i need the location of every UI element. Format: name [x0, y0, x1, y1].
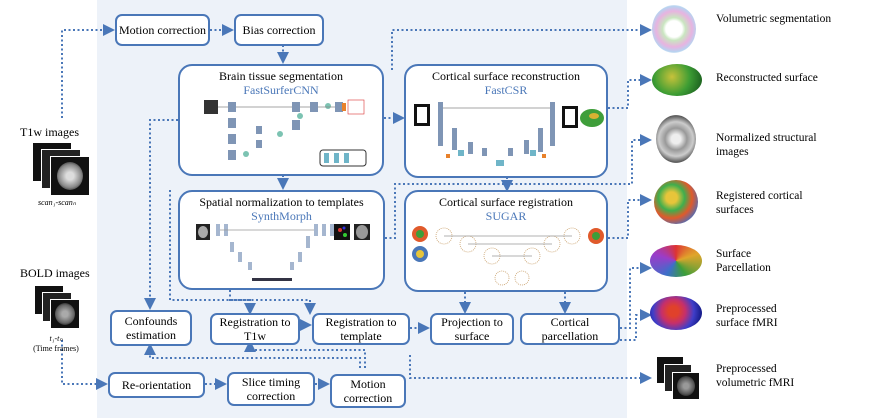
t1w-caption: scan₁-scanₙ	[38, 198, 76, 207]
sugar-diagram-icon	[412, 226, 604, 286]
output-label-surface-fmri: Preprocessed surface fMRI	[716, 303, 778, 329]
synthmorph-diagram-icon	[196, 224, 370, 281]
structural-brain-icon	[656, 115, 696, 163]
module-method: SynthMorph	[251, 209, 312, 223]
output-label-registered-surfaces: Registered cortical surfaces	[716, 190, 803, 216]
module-method: SUGAR	[485, 209, 527, 223]
module-title: Cortical surface registration	[439, 195, 573, 209]
fmri-surface-icon	[650, 296, 702, 330]
sphere-icon	[654, 180, 698, 224]
fmri-volume-icon	[656, 356, 700, 402]
bold-frames-image	[34, 285, 80, 329]
module-title: Cortical surface reconstruction	[432, 69, 580, 83]
cortical-surface-reconstruction-module[interactable]: Cortical surface reconstruction FastCSR	[404, 64, 608, 178]
surface-brain-icon	[652, 64, 702, 96]
output-label-reconstructed-surface: Reconstructed surface	[716, 72, 818, 84]
motion-correction-step[interactable]: Motion correction	[115, 14, 210, 46]
t1w-scans-image	[32, 142, 92, 196]
parcellation-brain-icon	[650, 245, 702, 277]
module-method: FastCSR	[484, 83, 528, 97]
fastcsr-diagram-icon	[414, 102, 604, 166]
segmentation-brain-icon	[652, 5, 696, 53]
spatial-normalization-module[interactable]: Spatial normalization to templates Synth…	[178, 190, 385, 290]
output-label-normalized-structural: Normalized structural images	[716, 132, 817, 158]
confounds-estimation-step[interactable]: Confounds estimation	[110, 310, 192, 346]
cortical-parcellation-step[interactable]: Cortical parcellation	[520, 313, 620, 345]
bias-correction-step[interactable]: Bias correction	[234, 14, 324, 46]
motion-correction-bold-step[interactable]: Motion correction	[330, 374, 406, 408]
brain-tissue-segmentation-module[interactable]: Brain tissue segmentation FastSurferCNN	[178, 64, 384, 176]
output-label-volumetric-fmri: Preprocessed volumetric fMRI	[716, 363, 795, 389]
module-method: FastSurferCNN	[243, 83, 319, 97]
registration-to-template-step[interactable]: Registration to template	[312, 313, 410, 345]
output-label-volumetric-segmentation: Volumetric segmentation	[716, 13, 832, 25]
re-orientation-step[interactable]: Re-orientation	[108, 372, 205, 398]
module-title: Spatial normalization to templates	[199, 195, 364, 209]
unet-diagram-icon	[204, 99, 367, 167]
bold-caption-time: (Time frames)	[33, 344, 79, 353]
bold-caption-frames: t₁-tₙ	[49, 334, 63, 343]
slice-timing-correction-step[interactable]: Slice timing correction	[227, 372, 315, 406]
projection-to-surface-step[interactable]: Projection to surface	[430, 313, 514, 345]
t1w-images-label: T1w images	[20, 125, 79, 139]
cortical-surface-registration-module[interactable]: Cortical surface registration SUGAR	[404, 190, 608, 292]
module-title: Brain tissue segmentation	[219, 69, 343, 83]
output-label-surface-parcellation: Surface Parcellation	[716, 248, 771, 274]
registration-to-t1w-step[interactable]: Registration to T1w	[210, 313, 300, 345]
bold-images-label: BOLD images	[20, 266, 90, 280]
